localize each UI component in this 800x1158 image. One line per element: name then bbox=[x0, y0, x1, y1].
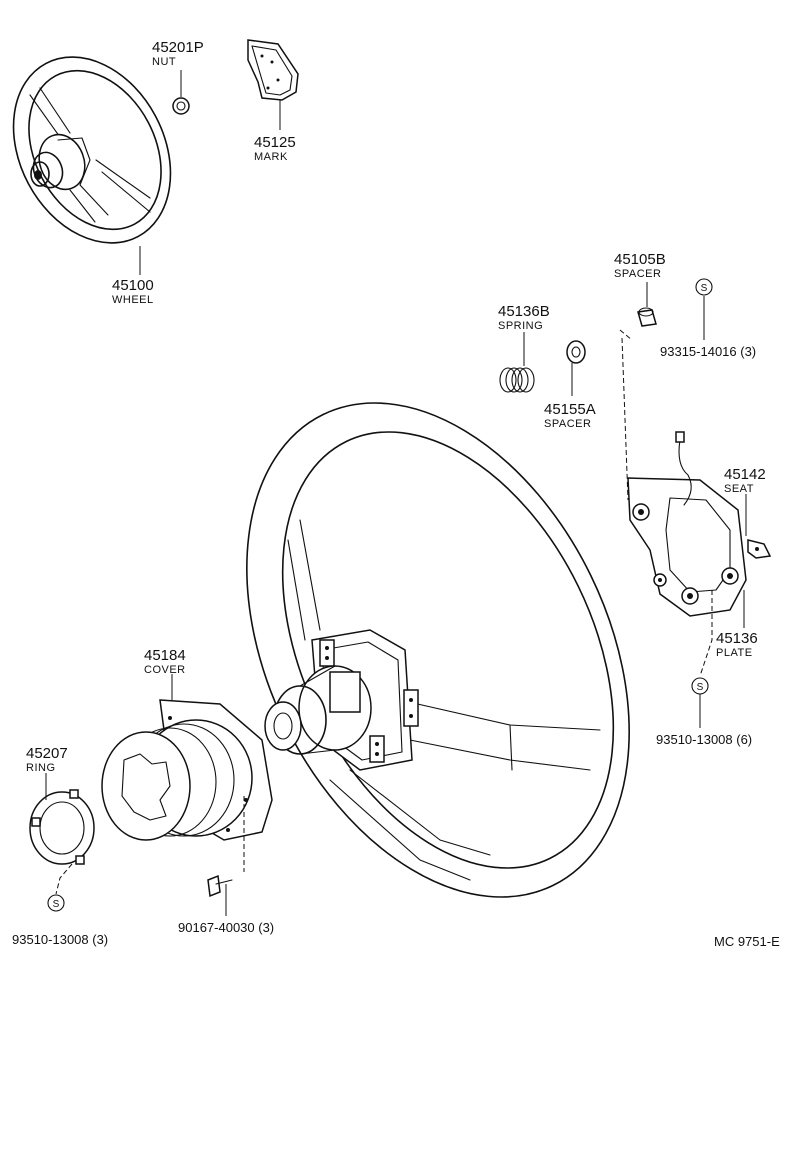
nut-part-name: NUT bbox=[152, 56, 176, 68]
nut-part-number: 45201P bbox=[152, 39, 204, 56]
labels: 45201P NUT 45125 MARK 45100 WHEEL 45105B… bbox=[12, 39, 780, 949]
wheel-part-name: WHEEL bbox=[112, 294, 154, 306]
spacer-b-part-name: SPACER bbox=[614, 268, 661, 280]
screw-c-ref: 93510-13008 (3) bbox=[12, 932, 108, 947]
ring-part-name: RING bbox=[26, 762, 56, 774]
spacer-a-illustration bbox=[566, 340, 586, 396]
mark-illustration bbox=[247, 39, 299, 130]
wheel-part-number: 45100 bbox=[112, 277, 154, 294]
cover-part-name: COVER bbox=[144, 664, 186, 676]
svg-text:S: S bbox=[701, 283, 708, 294]
screw-a-ref: 93315-14016 (3) bbox=[660, 344, 756, 359]
svg-text:S: S bbox=[53, 899, 60, 910]
bolt-illustration bbox=[207, 874, 233, 916]
spacer-b-part-number: 45105B bbox=[614, 251, 666, 268]
diagram-code: MC 9751-E bbox=[714, 934, 780, 949]
spacer-a-part-number: 45155A bbox=[544, 401, 596, 418]
spacer-a-part-name: SPACER bbox=[544, 418, 591, 430]
plate-part-name: PLATE bbox=[716, 647, 753, 659]
mark-part-name: MARK bbox=[254, 151, 288, 163]
small-steering-wheel-illustration bbox=[12, 56, 172, 244]
cover-illustration bbox=[101, 674, 273, 872]
ring-part-number: 45207 bbox=[26, 745, 68, 762]
screw-b-symbol: S bbox=[691, 677, 709, 728]
screw-a-symbol: S bbox=[695, 278, 713, 340]
plate-illustration bbox=[627, 431, 747, 628]
screw-b-ref: 93510-13008 (6) bbox=[656, 732, 752, 747]
mark-part-number: 45125 bbox=[254, 134, 296, 151]
nut-illustration bbox=[172, 70, 190, 115]
spring-illustration bbox=[499, 332, 535, 393]
seat-part-number: 45142 bbox=[724, 466, 766, 483]
seat-part-name: SEAT bbox=[724, 483, 754, 495]
seat-illustration bbox=[745, 494, 772, 559]
cover-part-number: 45184 bbox=[144, 647, 186, 664]
screw-c-symbol: S bbox=[47, 894, 65, 912]
steering-wheel-illustration bbox=[246, 402, 630, 898]
ring-illustration bbox=[29, 773, 95, 895]
spacer-b-illustration bbox=[619, 282, 657, 341]
spring-part-number: 45136B bbox=[498, 303, 550, 320]
plate-part-number: 45136 bbox=[716, 630, 758, 647]
spring-part-name: SPRING bbox=[498, 320, 543, 332]
svg-text:S: S bbox=[697, 682, 704, 693]
bolt-ref: 90167-40030 (3) bbox=[178, 920, 274, 935]
